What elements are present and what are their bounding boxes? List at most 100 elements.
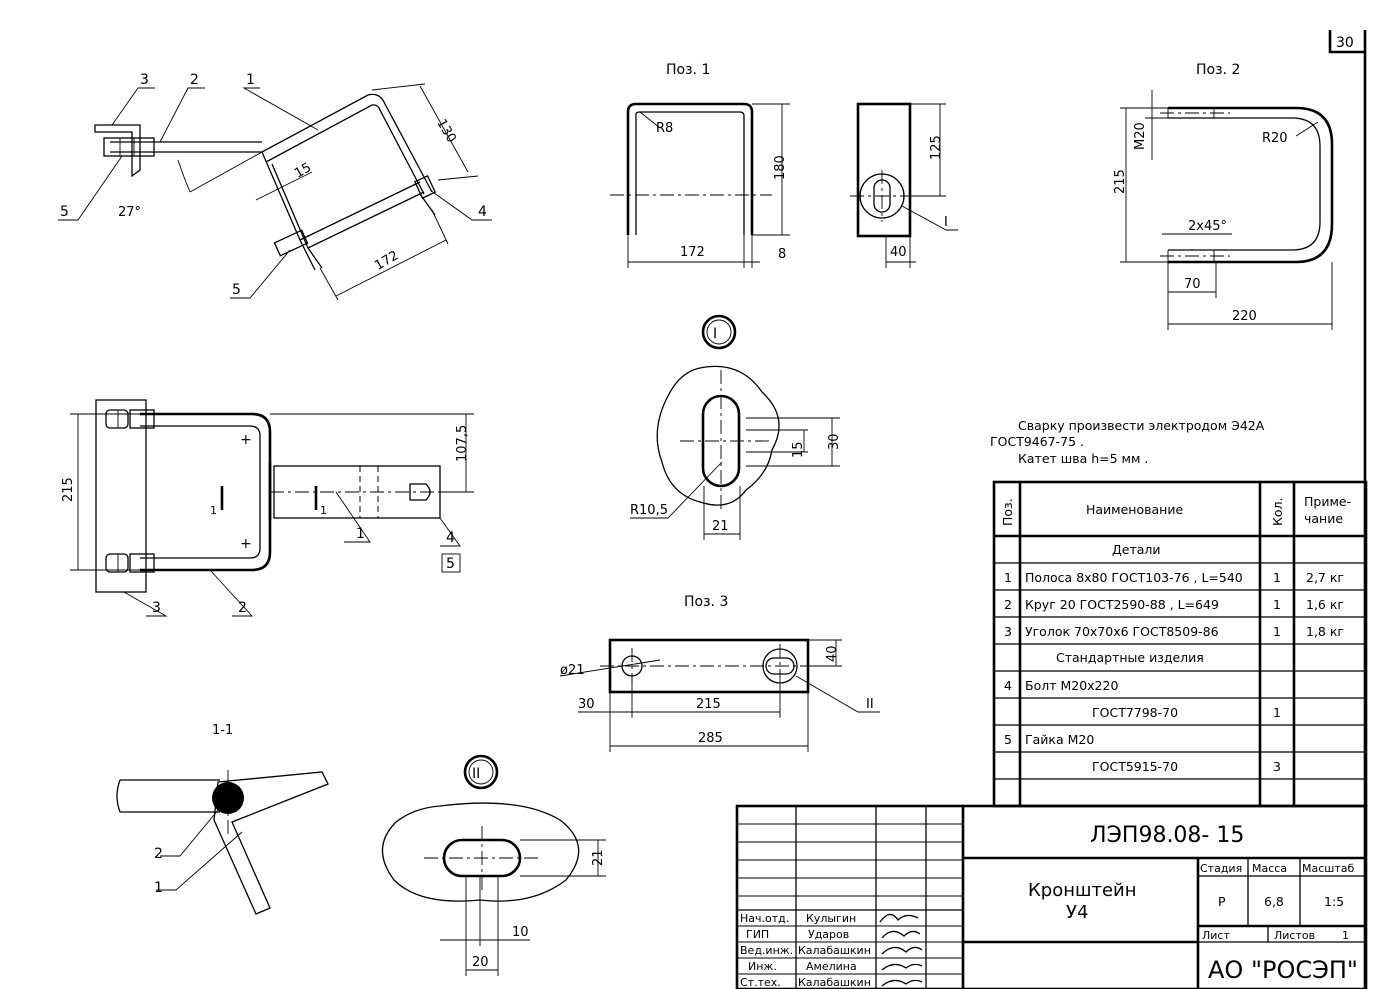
signature-scribble xyxy=(879,913,919,923)
th-note-2: чание xyxy=(1304,511,1343,526)
sig-name-1: Кулыгин xyxy=(806,912,856,925)
row1-qty: 1 xyxy=(1273,570,1281,585)
sig-name-5: Калабашкин xyxy=(798,976,871,989)
sig-role-1: Нач.отд. xyxy=(740,912,789,925)
dim-30-d1: 30 xyxy=(827,433,842,450)
dim-215-p3: 215 xyxy=(696,697,721,712)
row7-qty: 3 xyxy=(1273,759,1281,774)
row2-note: 1,6 кг xyxy=(1306,597,1344,612)
dim-220: 220 xyxy=(1232,309,1257,324)
note-line-1: Сварку произвести электродом Э42А xyxy=(1018,418,1265,433)
sheets-count: 1 xyxy=(1342,929,1349,942)
leader-4: 4 xyxy=(478,204,487,220)
sec-leader-2: 2 xyxy=(154,846,163,862)
fv-leader-1: 1 xyxy=(356,526,365,542)
isometric-view: 130 15 172 27° 3 2 1 5 4 5 xyxy=(58,72,492,301)
spec-table: Поз. Наименование Кол. Приме- чание Дета… xyxy=(992,480,1368,808)
dim-21-d2: 21 xyxy=(591,849,606,866)
section-title: 1-1 xyxy=(212,723,233,738)
dim-R8: R8 xyxy=(656,121,673,136)
poz3-view: Поз. 3 ø21 30 215 285 40 II xyxy=(559,594,880,752)
dim-M20: М20 xyxy=(1133,122,1148,150)
th-stage: Стадия xyxy=(1200,862,1242,875)
svg-text:+: + xyxy=(240,536,252,552)
sig-name-4: Амелина xyxy=(806,960,857,973)
dim-angle: 27° xyxy=(118,205,141,220)
ref-II-p3: II xyxy=(866,697,874,712)
sig-role-3: Вед.инж. xyxy=(740,944,793,957)
dim-30-p3: 30 xyxy=(578,697,595,712)
dim-40-p3: 40 xyxy=(825,645,840,662)
row3-pos: 3 xyxy=(1004,624,1012,639)
section-1-1: 1-1 2 1 xyxy=(116,723,329,915)
poz2-title: Поз. 2 xyxy=(1196,62,1240,78)
sec-leader-1: 1 xyxy=(154,880,163,896)
dim-R105: R10,5 xyxy=(630,503,668,518)
company-name: АО "РОСЭП" xyxy=(1208,956,1358,984)
dim-1075: 107,5 xyxy=(455,425,470,462)
mass-value: 6,8 xyxy=(1264,894,1284,909)
leader-2: 2 xyxy=(190,72,199,88)
dim-R20: R20 xyxy=(1262,131,1288,146)
welding-notes: Сварку произвести электродом Э42А ГОСТ94… xyxy=(990,418,1265,466)
svg-text:+: + xyxy=(240,432,252,448)
fv-leader-5: 5 xyxy=(446,556,455,572)
leader-5b: 5 xyxy=(232,282,241,298)
dim-215-fv: 215 xyxy=(61,477,76,502)
detail-II: II 21 10 20 xyxy=(381,754,606,976)
dim-dia21: ø21 xyxy=(560,663,585,678)
fv-leader-3: 3 xyxy=(152,600,161,616)
title-block: Нач.отд. Кулыгин ГИП Ударов Вед.инж. Кал… xyxy=(735,804,1368,989)
row2-qty: 1 xyxy=(1273,597,1281,612)
sec-details: Детали xyxy=(1112,542,1161,557)
th-note-1: Приме- xyxy=(1304,494,1351,509)
row5-name: ГОСТ7798-70 xyxy=(1092,705,1178,720)
row2-pos: 2 xyxy=(1004,597,1012,612)
row1-note: 2,7 кг xyxy=(1306,570,1344,585)
sig-name-3: Калабашкин xyxy=(798,944,871,957)
note-line-3: Катет шва h=5 мм . xyxy=(1018,451,1148,466)
th-qty: Кол. xyxy=(1270,498,1285,527)
cut-mark-left: 1 xyxy=(210,504,217,517)
dim-125: 125 xyxy=(929,135,944,160)
front-view: + + 1 1 215 107,5 1 2 3 4 5 xyxy=(61,399,474,617)
row6-name: Гайка М20 xyxy=(1025,732,1094,747)
poz1-view: Поз. 1 R8 180 172 8 125 40 I xyxy=(610,62,958,268)
scale-value: 1:5 xyxy=(1324,894,1344,909)
detail-I-label: I xyxy=(713,326,717,342)
dim-180: 180 xyxy=(773,155,788,180)
row1-pos: 1 xyxy=(1004,570,1012,585)
sheet-frame: 30 xyxy=(1328,30,1367,989)
leader-3: 3 xyxy=(140,72,149,88)
row4-pos: 4 xyxy=(1004,678,1012,693)
sig-role-4: Инж. xyxy=(748,960,777,973)
row3-qty: 1 xyxy=(1273,624,1281,639)
ref-I-p1: I xyxy=(944,215,948,230)
stage-value: Р xyxy=(1218,894,1226,909)
dim-172-p1: 172 xyxy=(680,245,705,260)
sheet-number: 30 xyxy=(1336,35,1354,51)
dim-15: 15 xyxy=(292,160,314,181)
row3-name: Уголок 70х70х6 ГОСТ8509-86 xyxy=(1025,624,1219,639)
sig-role-5: Ст.тех. xyxy=(740,976,781,989)
dim-15-d1: 15 xyxy=(791,441,806,458)
row7-name: ГОСТ5915-70 xyxy=(1092,759,1178,774)
th-scale: Масштаб xyxy=(1302,862,1354,875)
cut-mark-right: 1 xyxy=(320,504,327,517)
row1-name: Полоса 8х80 ГОСТ103-76 , L=540 xyxy=(1025,570,1243,585)
row5-qty: 1 xyxy=(1273,705,1281,720)
note-line-2: ГОСТ9467-75 . xyxy=(990,434,1084,449)
row2-name: Круг 20 ГОСТ2590-88 , L=649 xyxy=(1025,597,1219,612)
leader-5: 5 xyxy=(60,204,69,220)
title-line-2: У4 xyxy=(1066,902,1088,923)
leader-1: 1 xyxy=(246,72,255,88)
poz1-title: Поз. 1 xyxy=(666,62,710,78)
dim-130: 130 xyxy=(433,117,458,146)
row6-pos: 5 xyxy=(1004,732,1012,747)
fv-leader-4: 4 xyxy=(446,530,455,546)
dim-chamfer: 2х45° xyxy=(1188,219,1227,234)
dim-215-p2: 215 xyxy=(1113,169,1128,194)
dim-10-d2: 10 xyxy=(512,925,529,940)
th-pos: Поз. xyxy=(1000,498,1015,526)
sig-name-2: Ударов xyxy=(808,928,849,941)
